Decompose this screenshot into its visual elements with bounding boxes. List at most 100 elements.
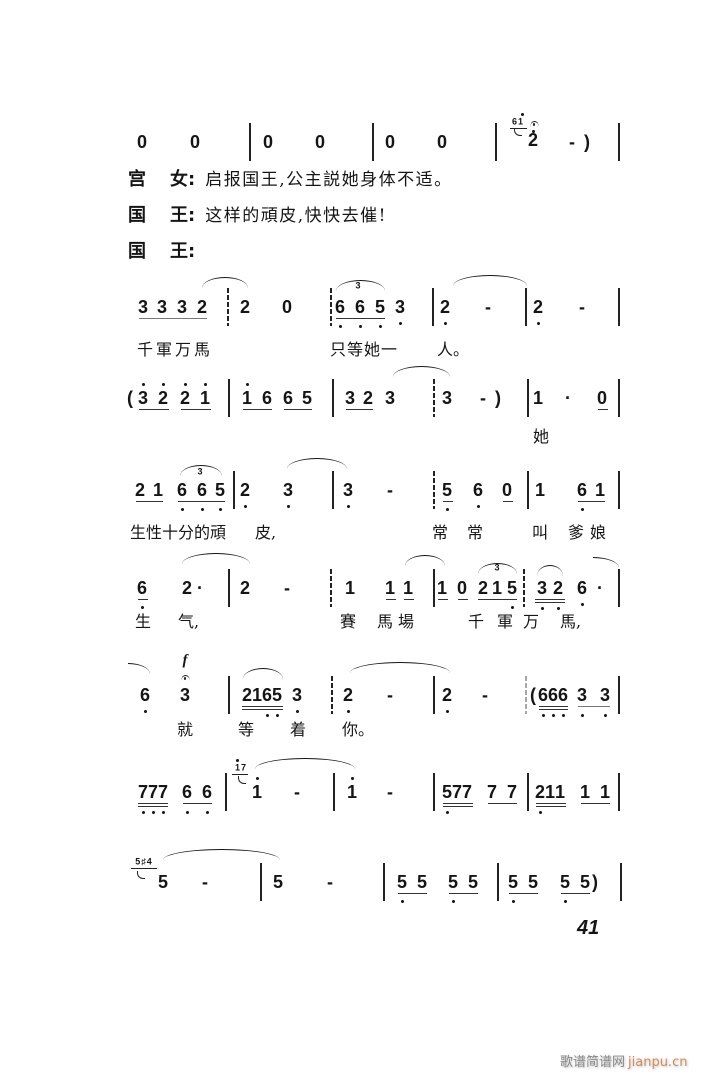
octave-dot-below (556, 607, 560, 610)
underline (539, 709, 568, 711)
tuplet-number: 3 (197, 466, 203, 477)
note: 6 (537, 685, 549, 705)
underline (138, 803, 168, 805)
octave-dot-below (205, 811, 209, 814)
barline (620, 863, 622, 901)
note: 7 (137, 782, 149, 802)
note: 6 (136, 578, 148, 598)
hold-dash: - (485, 297, 491, 317)
octave-dot-above (161, 383, 165, 386)
lyric: 人。 (437, 340, 470, 359)
note: 2 (439, 297, 451, 317)
note: 5 (527, 872, 539, 892)
underline (443, 806, 473, 808)
barline (228, 676, 230, 714)
rest-note: 0 (596, 388, 608, 408)
dialogue-text: 这样的頑皮,快快去催! (205, 206, 387, 226)
barline (618, 288, 620, 326)
octave-dot-below (510, 606, 514, 609)
note: 2 (441, 685, 453, 705)
barline (260, 863, 262, 901)
note: 6 (334, 297, 346, 317)
barline (433, 471, 435, 509)
note: 5 (272, 872, 284, 892)
barline (433, 379, 435, 417)
hold-dash: - (482, 685, 488, 705)
note: 1 (384, 578, 396, 598)
underline (458, 599, 468, 601)
octave-dot-below (295, 710, 299, 713)
octave-dot-below (140, 606, 144, 609)
octave-dot-above (141, 383, 145, 386)
note: 1 (346, 782, 358, 802)
paren-open: ( (127, 388, 133, 408)
lyric: 她 (533, 427, 550, 446)
barline (618, 379, 620, 417)
octave-dot-above (235, 759, 239, 762)
lyric: 只等她一 (330, 340, 399, 359)
note: 6 (557, 685, 569, 705)
octave-dot-below (541, 714, 545, 717)
note: 5 (441, 782, 453, 802)
barline (372, 123, 374, 161)
octave-dot-below (580, 603, 584, 606)
underline (536, 803, 566, 805)
note: 7 (506, 782, 518, 802)
note: 5 (506, 578, 518, 598)
note: 1 (594, 480, 606, 500)
note: 6 (472, 480, 484, 500)
underline (242, 709, 283, 711)
underline (561, 893, 590, 895)
slur (478, 563, 517, 574)
underline (578, 706, 610, 708)
rest-note: 0 (384, 132, 396, 152)
note: 2 (181, 578, 193, 598)
slur (180, 465, 222, 476)
note: 3 (137, 297, 149, 317)
note: 3 (179, 685, 191, 705)
underline (183, 803, 212, 805)
octave-dot-below (218, 508, 222, 511)
slur (350, 662, 450, 673)
barline (228, 569, 230, 607)
octave-dot-below (443, 322, 447, 325)
underline (598, 409, 608, 411)
note: 5 (507, 872, 519, 892)
barline (527, 773, 529, 811)
note: 6 (576, 480, 588, 500)
hold-dash: - (480, 388, 486, 408)
barline (228, 379, 230, 417)
barline (527, 379, 529, 417)
note: 2 (239, 578, 251, 598)
note: 1 (152, 480, 164, 500)
lyric: 生性十分的頑 (130, 523, 227, 542)
underline (181, 409, 211, 411)
slur (453, 275, 527, 286)
octave-dot-below (445, 811, 449, 814)
lyric: 常 (467, 523, 484, 542)
barline (333, 773, 335, 811)
lyric: 爹娘 (568, 523, 613, 542)
octave-dot-above (245, 383, 249, 386)
note: 3 (384, 388, 396, 408)
octave-dot-below (511, 900, 515, 903)
note: 1 (344, 578, 356, 598)
octave-dot-below (358, 325, 362, 328)
grace-notes: 61 (511, 116, 525, 127)
octave-dot-below (346, 710, 350, 713)
octave-dot-below (538, 811, 542, 814)
underline (449, 893, 478, 895)
grace-notes: 17 (234, 762, 248, 773)
underline (443, 803, 473, 805)
note: 1 (402, 578, 414, 598)
octave-dot-below (580, 508, 584, 511)
rest-note: 0 (456, 578, 468, 598)
barline (618, 773, 620, 811)
dialogue-line: 宫女:启报国王,公主説她身体不适。 (128, 171, 453, 189)
note: 6 (576, 578, 588, 598)
lyric: 常 (432, 523, 449, 542)
rest-note: 0 (501, 480, 513, 500)
barline (433, 569, 435, 607)
slur (182, 553, 250, 564)
